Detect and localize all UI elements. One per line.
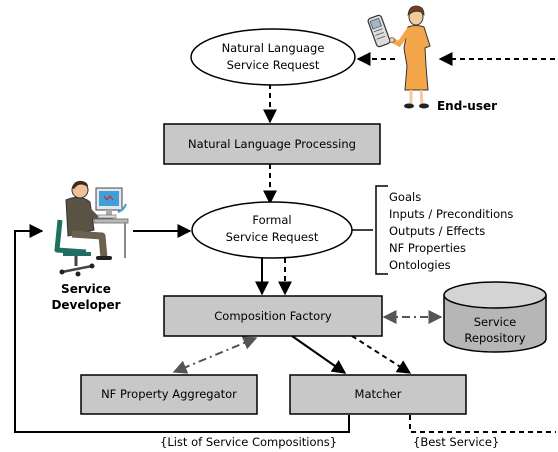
end-user-icon [367, 5, 431, 109]
developer-at-computer-icon [54, 180, 129, 277]
mobile-phone-icon [367, 14, 391, 48]
edge-best-service-out [409, 415, 556, 433]
edge-compositions-feedback [14, 224, 350, 433]
composition-factory-node: Composition Factory [163, 295, 383, 337]
formal-request-node: Formal Service Request [191, 201, 353, 259]
end-user-label: End-user [437, 99, 497, 113]
element-ontologies: Ontologies [389, 258, 451, 272]
matcher-label: Matcher [355, 387, 402, 401]
nlp-label: Natural Language Processing [188, 137, 356, 151]
best-service-edge-label: {Best Service} [413, 435, 499, 449]
composition-factory-label: Composition Factory [214, 309, 332, 323]
compositions-edge-label: {List of Service Compositions} [160, 435, 337, 449]
repository-line1: Service [474, 315, 517, 329]
nl-request-line2: Service Request [227, 58, 320, 72]
nf-aggregator-node: NF Property Aggregator [80, 374, 258, 415]
nl-request-node: Natural Language Service Request [190, 28, 356, 86]
nlp-node: Natural Language Processing [163, 123, 381, 165]
formal-request-line2: Service Request [226, 230, 319, 244]
matcher-node: Matcher [289, 374, 467, 415]
element-goals: Goals [389, 190, 421, 204]
nf-aggregator-label: NF Property Aggregator [101, 387, 237, 401]
nl-request-line1: Natural Language [222, 41, 325, 55]
edge-factory-to-matcher-dashed [351, 335, 412, 374]
element-inputs-preconditions: Inputs / Preconditions [389, 207, 513, 221]
edge-factory-to-matcher-solid [291, 335, 347, 374]
repository-line2: Repository [464, 331, 525, 345]
request-elements-bracket: Goals Inputs / Preconditions Outputs / E… [352, 185, 513, 275]
developer-label-line2: Developer [51, 298, 120, 312]
element-nf-properties: NF Properties [389, 241, 466, 255]
developer-label-line1: Service [61, 282, 111, 296]
element-outputs-effects: Outputs / Effects [389, 224, 485, 238]
edge-factory-aggregator [172, 336, 258, 374]
formal-request-line1: Formal [252, 213, 291, 227]
service-repository-node: Service Repository [443, 281, 547, 353]
